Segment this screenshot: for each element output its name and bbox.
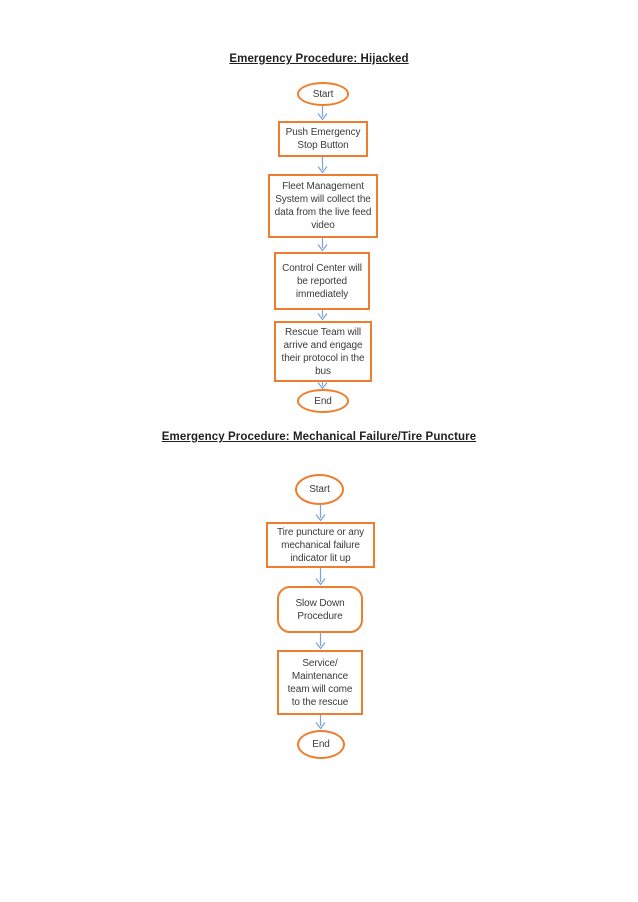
flow-node-slow-down: Slow Down Procedure [277,586,363,633]
down-arrow-connector [314,568,327,586]
flow-node-start: Start [297,82,349,106]
flow-node-service-maintenance: Service/ Maintenance team will come to t… [277,650,363,715]
flow-node-end: End [297,389,349,413]
down-arrow-connector [314,505,327,522]
down-arrow-connector [314,715,327,730]
flow-node-push-emergency-stop: Push Emergency Stop Button [278,121,368,157]
flow-node-rescue-team: Rescue Team will arrive and engage their… [274,321,372,382]
flowchart-title-hijacked: Emergency Procedure: Hijacked [229,53,409,65]
flowchart-title-mechanical-failure: Emergency Procedure: Mechanical Failure/… [161,431,477,443]
down-arrow-connector [316,310,329,321]
flow-node-tire-puncture: Tire puncture or any mechanical failure … [266,522,375,568]
flow-node-fleet-management: Fleet Management System will collect the… [268,174,378,238]
down-arrow-connector [314,633,327,650]
flow-node-control-center: Control Center will be reported immediat… [274,252,370,310]
down-arrow-connector [316,106,329,121]
down-arrow-connector [316,238,329,252]
flow-node-end: End [297,730,345,759]
down-arrow-connector [316,157,329,174]
flow-node-start: Start [295,474,344,505]
